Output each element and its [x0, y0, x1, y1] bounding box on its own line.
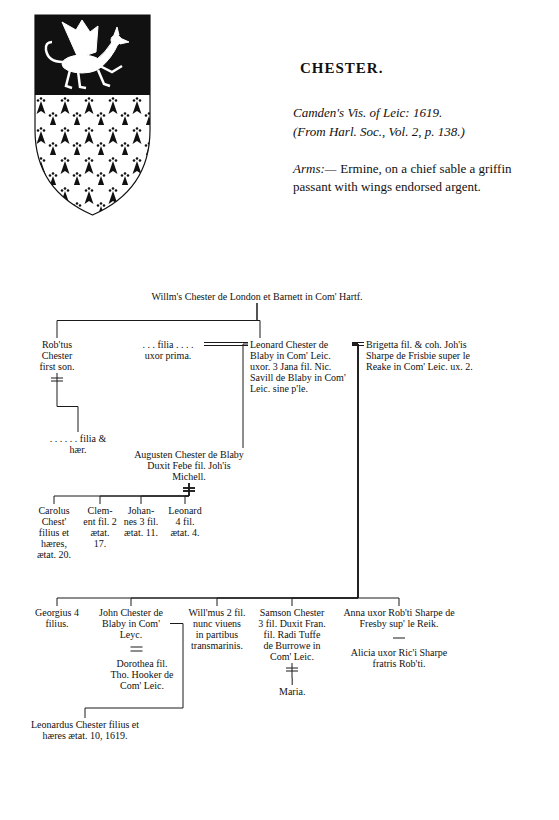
descent-line: [352, 344, 399, 606]
person-text: Brigetta fil. & coh. Joh'is Sharpe de Fr…: [366, 339, 476, 372]
person-text: Johan- nes 3 fil. ætat. 11.: [123, 505, 159, 538]
descent-line: [243, 344, 248, 448]
chief-sable: [30, 10, 155, 95]
descent-line: [54, 483, 195, 504]
descent-line: [100, 483, 195, 504]
person-entry: Carolus Chest' filius et hæres, ætat. 20…: [30, 504, 78, 561]
person-text: Willm's Chester de London et Barnett in …: [114, 291, 400, 302]
arms-heading: Arms:—: [293, 161, 336, 176]
descent-line: [57, 303, 257, 338]
shield: [30, 10, 155, 220]
person-entry: Maria.: [277, 685, 307, 698]
person-entry: Johan- nes 3 fil. ætat. 11.: [121, 504, 161, 539]
person-entry: . . . filia . . . . uxor prima.: [132, 338, 204, 362]
person-text: Anna uxor Rob'ti Sharpe de Fresby sup' l…: [340, 607, 458, 629]
person-entry: John Chester de Blaby in Com' Leyc.: [92, 606, 170, 641]
person-entry: Augusten Chester de Blaby Duxit Febe fil…: [128, 448, 250, 483]
person-text: Alicia uxor Ric'i Sharpe fratris Rob'ti.: [346, 647, 452, 669]
person-entry: Leonard 4 fil. ætat. 4.: [165, 504, 205, 539]
person-text: . . . filia . . . . uxor prima.: [134, 339, 202, 361]
person-entry: Brigetta fil. & coh. Joh'is Sharpe de Fr…: [364, 338, 478, 373]
person-text: Rob'tus Chester first son.: [34, 339, 80, 372]
label-block: (From Harl. Soc., Vol. 2, p. 138.): [293, 123, 553, 141]
person-entry: Willm's Chester de London et Barnett in …: [112, 290, 402, 303]
descent-line: [57, 344, 358, 606]
descent-line: [183, 483, 195, 504]
person-entry: Dorothea fil. Tho. Hooker de Com' Leic.: [106, 657, 178, 692]
person-entry: Georgius 4 filius.: [32, 606, 82, 630]
person-text: Clem- ent fil. 2 ætat. 17.: [83, 505, 117, 549]
person-entry: . . . . . . filia & hær.: [46, 432, 110, 456]
label-block: Arms:—Ermine, on a chief sable a griffin…: [293, 160, 529, 196]
descent-line: [131, 647, 143, 651]
descent-line: [204, 343, 248, 346]
source-note: (From Harl. Soc., Vol. 2, p. 138.): [293, 124, 465, 139]
person-text: John Chester de Blaby in Com' Leyc.: [94, 607, 168, 640]
person-text: Samson Chester 3 fil. Duxit Fran. fil. R…: [258, 607, 326, 662]
person-text: . . . . . . filia & hær.: [48, 433, 108, 455]
person-text: Leonard 4 fil. ætat. 4.: [167, 505, 203, 538]
source-note: Camden's Vis. of Leic: 1619.: [293, 105, 442, 120]
person-entry: Samson Chester 3 fil. Duxit Fran. fil. R…: [256, 606, 328, 663]
person-text: Leonardus Chester filius et hæres ætat. …: [30, 719, 140, 741]
griffin: [46, 20, 129, 88]
person-text: Augusten Chester de Blaby Duxit Febe fil…: [130, 449, 248, 482]
person-text: Will'mus 2 fil. nunc viuens in partibus …: [188, 607, 246, 651]
label-block: Camden's Vis. of Leic: 1619.: [293, 104, 553, 122]
person-entry: Leonard Chester de Blaby in Com' Leic. u…: [248, 338, 352, 395]
person-text: Dorothea fil. Tho. Hooker de Com' Leic.: [108, 658, 176, 691]
person-entry: Rob'tus Chester first son.: [32, 338, 82, 373]
person-entry: Anna uxor Rob'ti Sharpe de Fresby sup' l…: [338, 606, 460, 630]
person-entry: Leonardus Chester filius et hæres ætat. …: [28, 718, 142, 742]
descent-line: [257, 303, 260, 338]
person-text: Maria.: [279, 686, 305, 697]
shield-outline: [35, 15, 150, 215]
person-text: Georgius 4 filius.: [34, 607, 80, 629]
descent-line: [393, 638, 405, 639]
title: CHESTER.: [300, 60, 383, 77]
person-text: Leonard Chester de Blaby in Com' Leic. u…: [250, 339, 350, 394]
descent-line: [51, 373, 78, 432]
person-text: Carolus Chest' filius et hæres, ætat. 20…: [32, 505, 76, 560]
person-entry: Alicia uxor Ric'i Sharpe fratris Rob'ti.: [344, 646, 454, 670]
descent-line: [286, 663, 298, 685]
person-entry: Clem- ent fil. 2 ætat. 17.: [81, 504, 119, 550]
descent-line: [141, 483, 195, 504]
person-entry: Will'mus 2 fil. nunc viuens in partibus …: [186, 606, 248, 652]
descent-line: [131, 344, 358, 606]
